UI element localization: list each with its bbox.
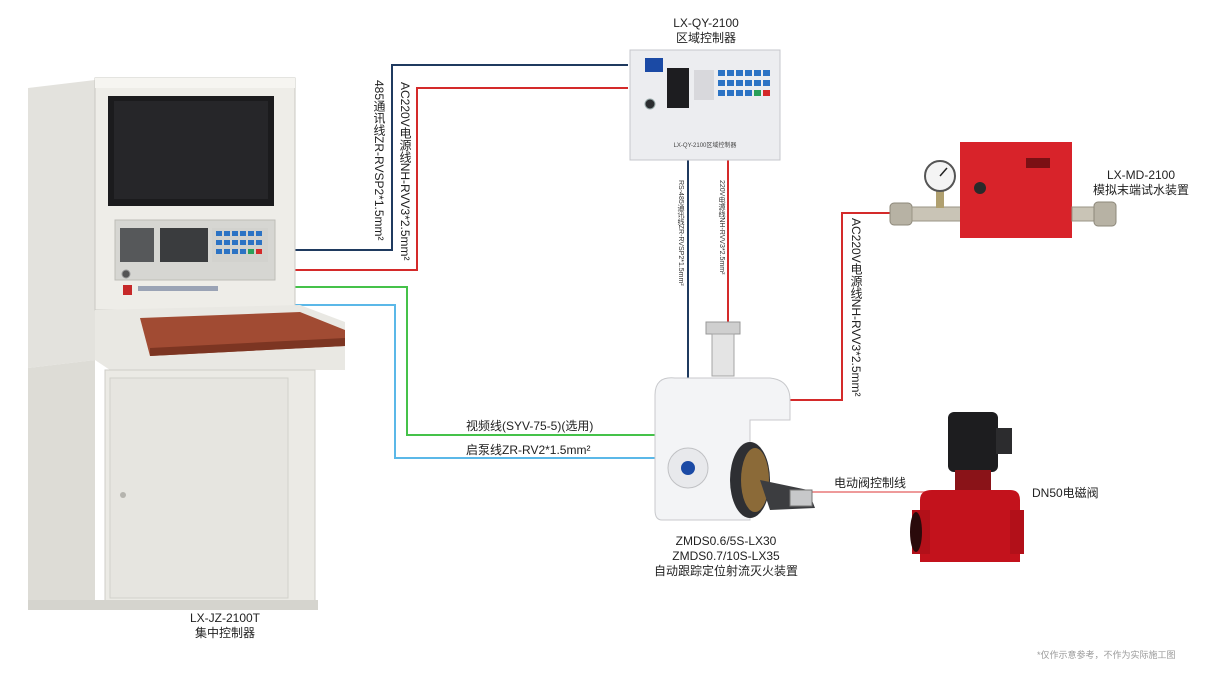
cable-label-rs485-small: RS-485通讯线ZR-RVSP2*1.5mm² <box>677 180 684 286</box>
end-test-device-name: 模拟末端试水装置 <box>1092 183 1189 197</box>
cable-label-power-small: 220V电源线NH-RVV3*2.5mm² <box>718 180 725 275</box>
wire-ac-power-top <box>293 87 628 271</box>
cable-label-power-top: AC220V电源线NH-RVV3*2.5mm² <box>398 82 412 261</box>
cable-label-video: 视频线(SYV-75-5)(选用) <box>466 419 594 433</box>
area-controller-panel-text: LX-QY-2100区域控制器 <box>673 143 737 149</box>
end-test-device-model: LX-MD-2100 <box>1106 168 1176 182</box>
extinguisher-model-2: ZMDS0.7/10S-LX35 <box>672 549 780 563</box>
extinguisher-model-1: ZMDS0.6/5S-LX30 <box>675 534 777 548</box>
cable-label-power-right: AC220V电源线NH-RVV3*2.5mm² <box>849 218 863 397</box>
wire-ac-power-right <box>790 212 893 401</box>
wire-pump <box>293 304 655 459</box>
end-test-device <box>889 142 1117 238</box>
extinguisher-label: ZMDS0.6/5S-LX30 ZMDS0.7/10S-LX35 自动跟踪定位射… <box>642 534 810 579</box>
extinguisher-device <box>654 321 815 521</box>
area-controller-label: LX-QY-2100 区域控制器 <box>628 16 784 46</box>
disclaimer-note: *仅作示意参考，不作为实际施工图 <box>1037 650 1176 660</box>
wire-485-comm <box>293 64 628 251</box>
wires <box>293 64 955 493</box>
solenoid-valve <box>910 412 1024 562</box>
extinguisher-name: 自动跟踪定位射流灭火装置 <box>653 564 798 578</box>
cable-label-pump: 启泵线ZR-RV2*1.5mm² <box>466 443 591 457</box>
end-test-device-label: LX-MD-2100 模拟末端试水装置 <box>1080 168 1202 198</box>
area-controller-box <box>629 49 781 161</box>
area-controller-name: 区域控制器 <box>675 31 736 45</box>
cable-label-485: 485通讯线ZR-RVSP2*1.5mm² <box>372 80 386 241</box>
wire-video <box>293 286 655 436</box>
valve-label: DN50电磁阀 <box>1032 486 1099 500</box>
central-controller-label: LX-JZ-2100T 集中控制器 <box>150 611 300 641</box>
area-controller-model: LX-QY-2100 <box>673 16 739 30</box>
cable-label-valve-control: 电动阀控制线 <box>834 476 907 490</box>
central-controller-model: LX-JZ-2100T <box>189 611 261 625</box>
central-controller-cabinet <box>28 77 345 610</box>
central-controller-name: 集中控制器 <box>194 626 255 640</box>
